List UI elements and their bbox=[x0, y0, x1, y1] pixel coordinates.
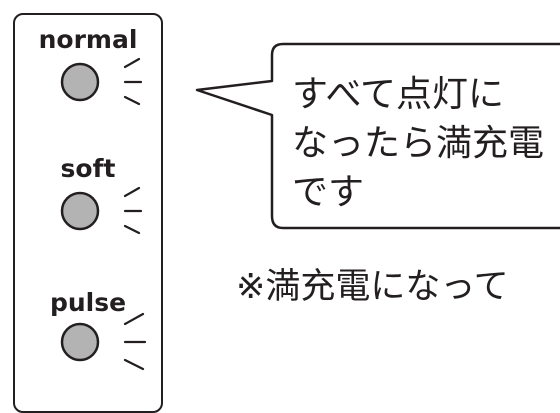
speech-bubble bbox=[195, 42, 560, 230]
mode-label-normal: normal bbox=[38, 25, 138, 54]
speech-bubble-outline bbox=[195, 42, 560, 230]
mode-label-soft: soft bbox=[60, 154, 116, 183]
light-rays-icon bbox=[123, 312, 147, 371]
bubble-line: なったら満充電 bbox=[292, 123, 545, 164]
led-normal-icon bbox=[60, 62, 100, 102]
mode-label-pulse: pulse bbox=[49, 288, 127, 317]
speech-bubble-text: すべて点灯に なったら満充電 です bbox=[292, 70, 560, 217]
light-rays-icon bbox=[123, 57, 143, 106]
led-pulse bbox=[60, 312, 147, 371]
bubble-line: すべて点灯に bbox=[292, 74, 505, 115]
led-pulse-icon bbox=[60, 322, 100, 362]
led-normal bbox=[60, 57, 143, 106]
led-soft bbox=[60, 186, 143, 235]
note-text: ※満充電になって bbox=[236, 267, 509, 307]
led-soft-icon bbox=[60, 191, 100, 231]
bubble-line: です bbox=[292, 172, 365, 213]
led-indicators bbox=[60, 57, 147, 371]
light-rays-icon bbox=[123, 186, 143, 235]
